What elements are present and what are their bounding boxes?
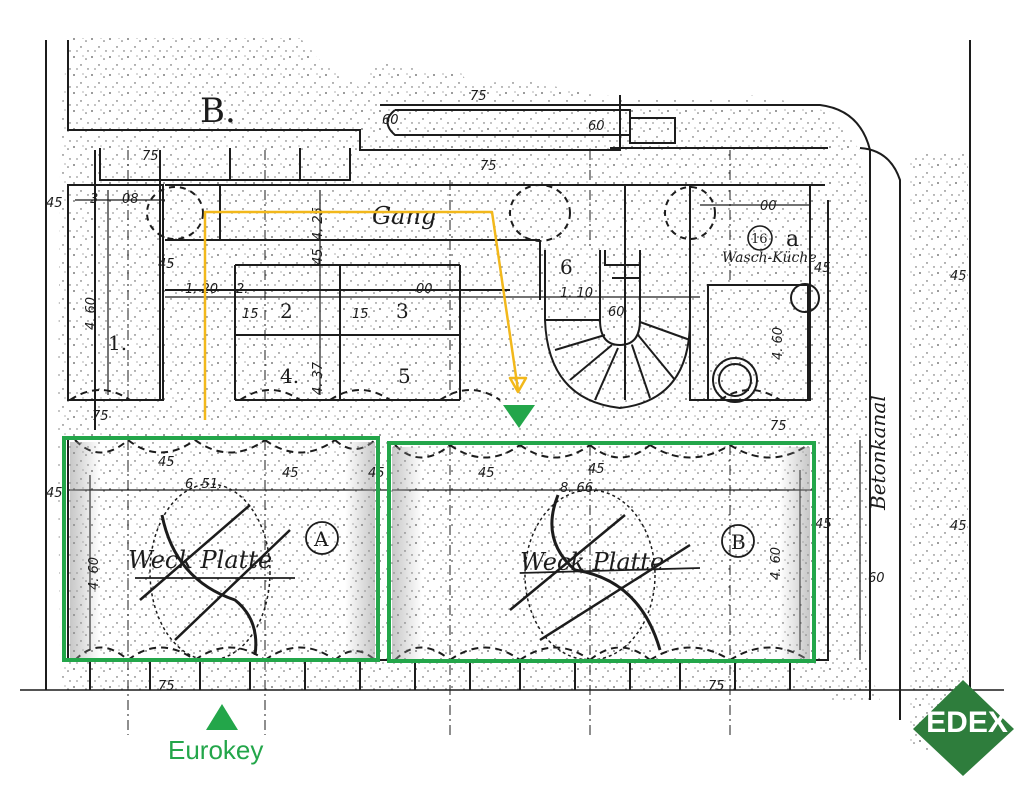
top-marker: B.: [200, 91, 236, 131]
dim-label: 45: [588, 462, 605, 477]
dim-label: 75: [480, 159, 497, 174]
room-b-mark: B: [731, 530, 746, 554]
room-a-highlight[interactable]: [62, 436, 380, 662]
dim-label: 45: [950, 519, 967, 534]
route-path: [203, 210, 520, 420]
wall-mass: [20, 38, 1004, 760]
room-b-caption: Weck Platte: [520, 548, 664, 576]
dim-label: 60: [868, 571, 885, 586]
dim-label: 45. 4. 25: [311, 207, 326, 265]
route-arrowhead: [508, 376, 528, 394]
route-arrows: [203, 210, 528, 420]
dim-label: 4. 60: [769, 547, 784, 580]
dim-label: 1. 10: [560, 286, 593, 301]
dim-label: 60: [608, 305, 625, 320]
brand-name: EDEX: [926, 706, 1008, 739]
room-a-mark: A: [313, 527, 329, 551]
dim-label: 45: [950, 269, 967, 284]
dim-label: 1. 20: [185, 282, 218, 297]
dim-label: 75: [142, 149, 159, 164]
dim-label: 45: [815, 517, 832, 532]
building-outline: [67, 40, 901, 735]
dim-label: 45: [46, 196, 63, 211]
entrance-marker-bottom[interactable]: [206, 704, 238, 730]
room-number-5: 5: [398, 364, 411, 388]
room-16-number: 16: [751, 232, 768, 247]
dimension-labels: 45 45 45 45 45 45 45 45 45 45 45 45 75 7…: [46, 89, 967, 694]
dim-label: 4. 37: [311, 361, 326, 395]
dim-label: 6. 51.: [185, 477, 222, 492]
cancelled-stamps: [135, 483, 701, 661]
dim-label: 00: [760, 199, 777, 214]
dim-label: 4. 60: [84, 297, 99, 330]
dim-label: 75: [470, 89, 487, 104]
dim-label: 2.: [236, 282, 248, 297]
dim-label: 45: [158, 455, 175, 470]
room-a-caption: Weck Platte: [128, 546, 272, 574]
dim-label: 60: [588, 119, 605, 134]
dim-label: 15: [352, 307, 369, 322]
dim-label: 45: [814, 261, 831, 276]
room-number-1: 1.: [108, 331, 127, 355]
entrance-marker-top[interactable]: [503, 405, 535, 428]
dim-label: 45: [158, 257, 175, 272]
dim-label: 75: [158, 679, 175, 694]
dim-label: 3: [90, 192, 98, 207]
dim-label: 75: [92, 409, 109, 424]
room-number-4: 4.: [280, 364, 299, 388]
dim-label: 00: [416, 282, 433, 297]
dim-label: 4. 60: [771, 327, 786, 360]
concrete-channel-label: Betonkanal: [866, 395, 890, 511]
dim-label: 08: [122, 192, 139, 207]
stair-label: 6: [560, 255, 573, 279]
dim-label: 45: [282, 466, 299, 481]
dim-label: 45: [46, 486, 63, 501]
room-16-suffix: a: [786, 227, 799, 252]
entrance-label: Eurokey: [168, 735, 264, 765]
room-b-highlight[interactable]: [387, 441, 816, 663]
dim-label: 60: [382, 113, 399, 128]
room-number-2: 2: [280, 299, 293, 323]
wash-kitchen-label: Wasch-Küche: [722, 250, 817, 266]
room-number-3: 3: [396, 299, 409, 323]
dim-label: 75: [770, 419, 787, 434]
dim-label: 45: [478, 466, 495, 481]
dim-label: 8. 66.: [560, 481, 597, 496]
dim-label: 15: [242, 307, 259, 322]
dim-label: 4. 60: [87, 557, 102, 590]
corridor-label: Gang: [372, 202, 436, 230]
dim-label: 75: [708, 679, 725, 694]
